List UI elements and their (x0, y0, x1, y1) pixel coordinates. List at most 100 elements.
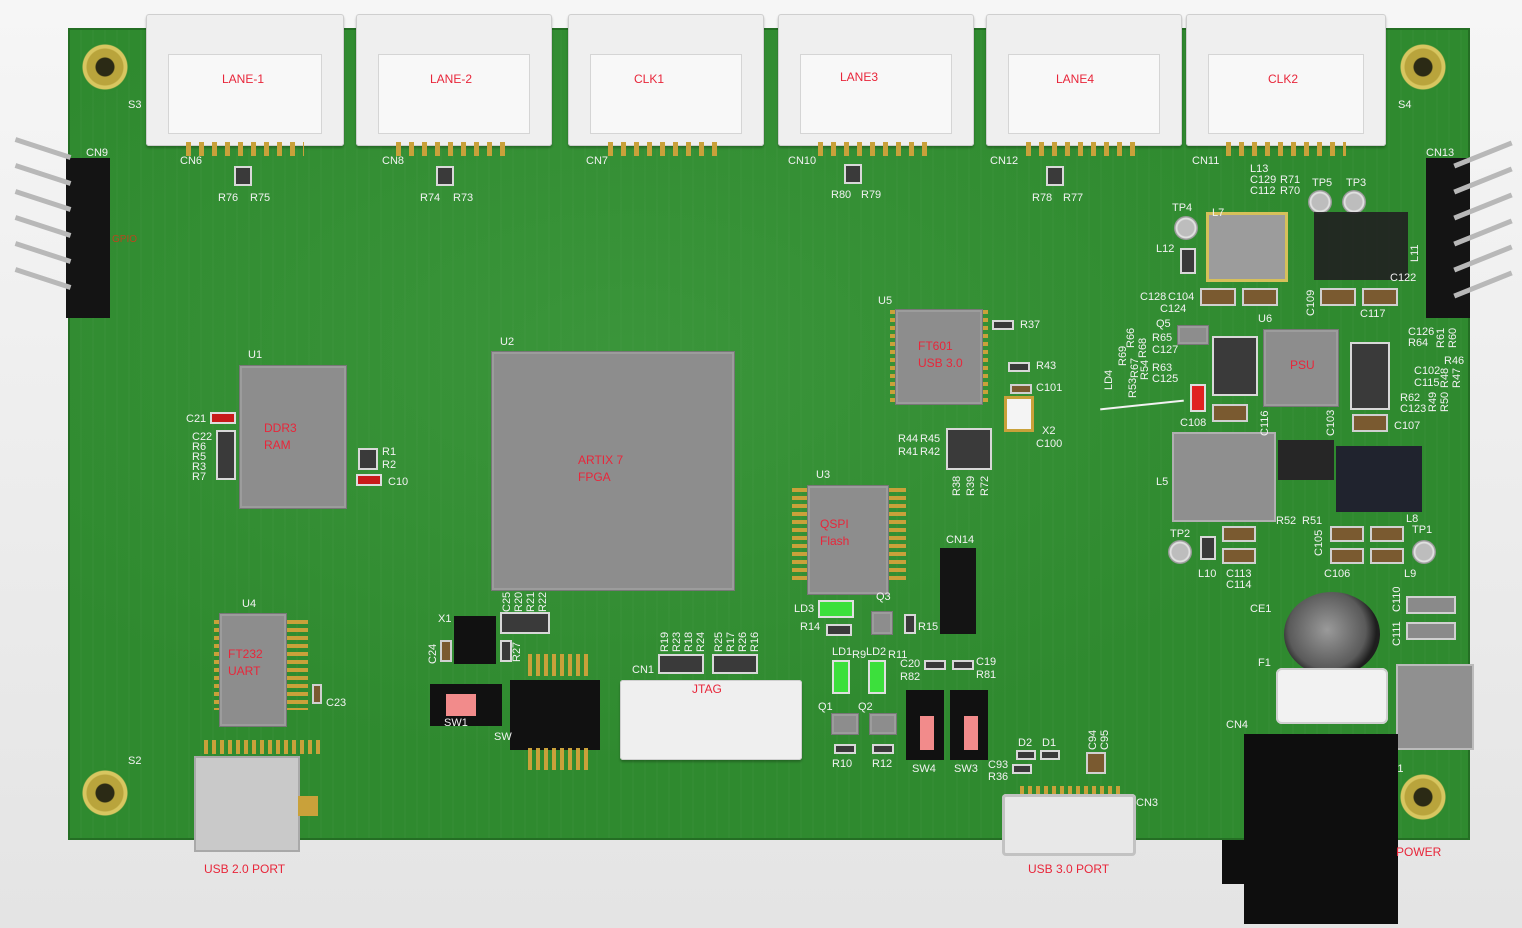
inductor-l11 (1314, 212, 1408, 280)
switch-sw1-key[interactable] (446, 694, 476, 716)
connector-cn12[interactable] (986, 14, 1182, 156)
ref-r76: R76 (218, 192, 239, 204)
capacitor-c20 (924, 660, 946, 670)
ref-r23: R23 (671, 631, 683, 652)
testpoint-tp3[interactable] (1342, 190, 1366, 214)
capacitor-c19 (952, 660, 974, 670)
testpoint-tp1[interactable] (1412, 540, 1436, 564)
header-cn9[interactable] (66, 158, 110, 318)
resistor-array (946, 428, 992, 470)
switch-pins (528, 748, 588, 770)
capacitor-row (1370, 526, 1404, 542)
switch-sw3-key[interactable] (964, 716, 978, 750)
ref-r81: R81 (976, 669, 997, 681)
ref-q2: Q2 (858, 701, 873, 713)
capacitor-c93 (1012, 764, 1032, 774)
ref-ld1: LD1 (832, 646, 853, 658)
power-jack-cn4[interactable] (1244, 734, 1398, 924)
ref-u5: U5 (878, 295, 893, 307)
capacitor-c111 (1406, 622, 1456, 640)
label-clk1: CLK1 (634, 72, 665, 86)
connector-cn11[interactable] (1186, 14, 1386, 156)
ref-r2: R2 (382, 459, 397, 471)
ref-c117: C117 (1360, 308, 1386, 320)
testpoint-tp2[interactable] (1168, 540, 1192, 564)
crystal-x2 (1004, 396, 1034, 432)
ref-r49: R49 (1427, 391, 1439, 412)
ref-r45: R45 (920, 433, 941, 445)
diode-d3 (1396, 664, 1474, 750)
ref-u6: U6 (1258, 313, 1273, 325)
connector-cn6[interactable] (146, 14, 344, 156)
resistor-r15 (904, 614, 916, 634)
ref-c94: C94 (1087, 729, 1099, 750)
ref-sw1: SW1 (444, 717, 468, 729)
connector-cn8[interactable] (356, 14, 552, 156)
ref-u1: U1 (248, 349, 263, 361)
usb2-pads (204, 740, 320, 754)
ref-c22: C22 (192, 431, 213, 443)
ref-r6: R6 (192, 441, 207, 453)
resistor-array (500, 612, 550, 634)
ref-c106: C106 (1324, 568, 1351, 580)
switch-sw4-key[interactable] (920, 716, 934, 750)
ref-c23: C23 (326, 697, 347, 709)
ref-u2: U2 (500, 336, 515, 348)
connector-cn10[interactable] (778, 14, 974, 156)
ref-c105: C105 (1313, 529, 1325, 556)
ref-c112: C112 (1250, 185, 1276, 197)
header-pin (14, 137, 72, 160)
label-gpio: GPIO (112, 234, 138, 245)
ref-x2: X2 (1042, 425, 1056, 437)
ref-r5: R5 (192, 451, 207, 463)
ref-c115: C115 (1414, 377, 1440, 389)
ref-r10: R10 (832, 758, 853, 770)
testpoint-tp4[interactable] (1174, 216, 1198, 240)
ref-r27: R27 (511, 641, 523, 662)
ref-c19: C19 (976, 656, 997, 668)
ref-cn7: CN7 (586, 155, 609, 167)
ref-r80: R80 (831, 189, 852, 201)
label-clk2: CLK2 (1268, 72, 1299, 86)
header-cn14[interactable] (940, 548, 976, 634)
label-lane3: LANE3 (840, 70, 879, 84)
resistor-r43 (1008, 362, 1030, 372)
ref-r42: R42 (920, 446, 941, 458)
ref-r24: R24 (695, 631, 707, 652)
ref-r69: R69 (1117, 345, 1129, 366)
usb2-port[interactable] (194, 756, 300, 852)
ref-l13: L13 (1250, 163, 1269, 175)
resistor-r10 (834, 744, 856, 754)
ref-sw4: SW4 (912, 763, 936, 775)
ref-r9: R9 (852, 649, 867, 661)
ref-c127: C127 (1152, 344, 1179, 356)
label-lane-1: LANE-1 (222, 72, 265, 86)
chip-ddr3-ram (240, 366, 346, 508)
transistor-q3 (872, 612, 892, 634)
inductor-l5 (1172, 432, 1276, 522)
ref-c128: C128 (1140, 291, 1167, 303)
label-usb3-port: USB 3.0 PORT (1028, 862, 1110, 876)
usb3-port[interactable] (1002, 794, 1136, 856)
capacitor-row (1362, 288, 1398, 306)
testpoint-tp5[interactable] (1308, 190, 1332, 214)
switch-sw[interactable] (510, 680, 600, 750)
ref-r73: R73 (453, 192, 474, 204)
ref-sw: SW (494, 731, 512, 743)
header-pin (14, 267, 72, 290)
ref-c110: C110 (1391, 586, 1403, 612)
ref-cn10: CN10 (788, 155, 817, 167)
ref-c109: C109 (1305, 289, 1317, 316)
resistor-r12 (872, 744, 894, 754)
header-pin (14, 241, 72, 264)
ref-l9: L9 (1404, 568, 1417, 580)
resistor-r37 (992, 320, 1014, 330)
connector-cn7[interactable] (568, 14, 764, 156)
capacitor-row (1200, 288, 1236, 306)
ref-r25: R25 (713, 631, 725, 652)
diode-d1 (1040, 750, 1060, 760)
ref-c122: C122 (1390, 272, 1417, 284)
jtag-connector-cn1[interactable] (620, 680, 802, 760)
ref-r50: R50 (1439, 391, 1451, 412)
inductor-l7 (1206, 212, 1288, 282)
